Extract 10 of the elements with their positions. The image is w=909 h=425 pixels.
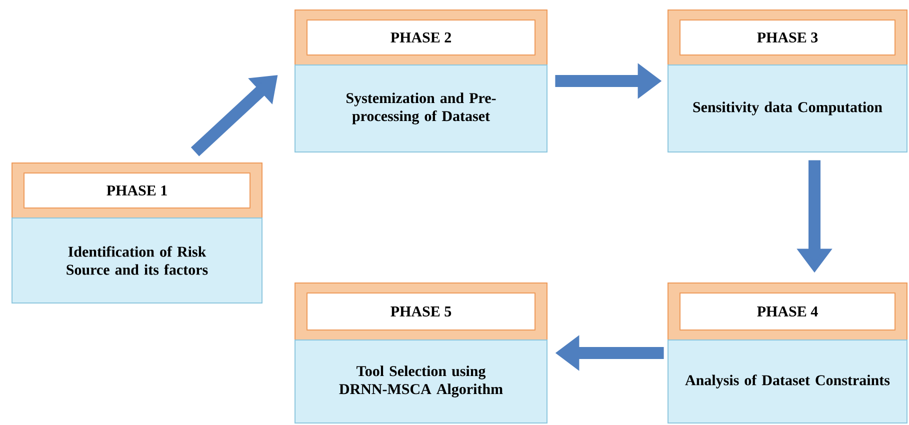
phase-card: PHASE 2 Systemization and Pre-processing of Dataset [294,10,548,152]
phase-card: PHASE 5 Tool Selection using DRNN-MSCA Algorithm [294,282,548,424]
phase-card: PHASE 1 Identification of Risk Source and its factors [12,162,262,304]
phase-card: PHASE 4 Analysis of Dataset Constraints [668,282,908,424]
node-label: PHASE 2 [390,32,451,43]
node-label: PHASE 5 [390,306,452,317]
node-label: PHASE 3 [757,32,818,43]
phase-card: PHASE 3 Sensitivity data Computation [668,10,908,152]
node-label: PHASE 4 [757,306,818,317]
node-label: PHASE 1 [106,185,167,196]
